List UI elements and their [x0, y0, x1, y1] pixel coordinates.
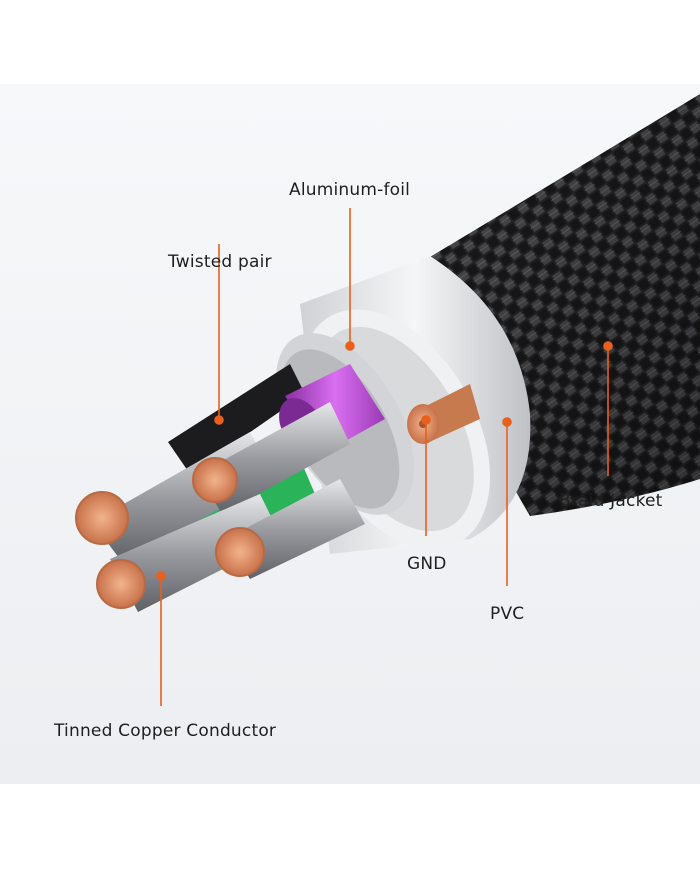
gnd-leader-dot	[421, 415, 431, 425]
gnd-wire	[407, 384, 480, 444]
twisted-pair-label: Twisted pair	[168, 252, 272, 272]
aluminum-foil-leader-dot	[345, 341, 355, 351]
aluminum-foil-label: Aluminum-foil	[289, 180, 411, 200]
braid-jacket-label: Braid Jacket	[559, 491, 663, 511]
tinned-copper-conductor-leader-dot	[156, 571, 166, 581]
cable-diagram-panel	[0, 84, 700, 784]
twisted-pair-black-insulation	[168, 364, 305, 474]
gnd-label: GND	[407, 554, 447, 574]
pvc-leader-dot	[502, 417, 512, 427]
braid-jacket-leader-dot	[603, 341, 613, 351]
pvc-label: PVC	[490, 604, 525, 624]
twisted-pair-leader-dot	[214, 415, 224, 425]
conductor-3	[96, 494, 282, 612]
tinned-copper-conductor-label: Tinned Copper Conductor	[54, 721, 277, 741]
cable-cross-section-illustration	[0, 84, 700, 784]
conductor-2	[192, 402, 350, 514]
conductor-4	[215, 479, 365, 579]
